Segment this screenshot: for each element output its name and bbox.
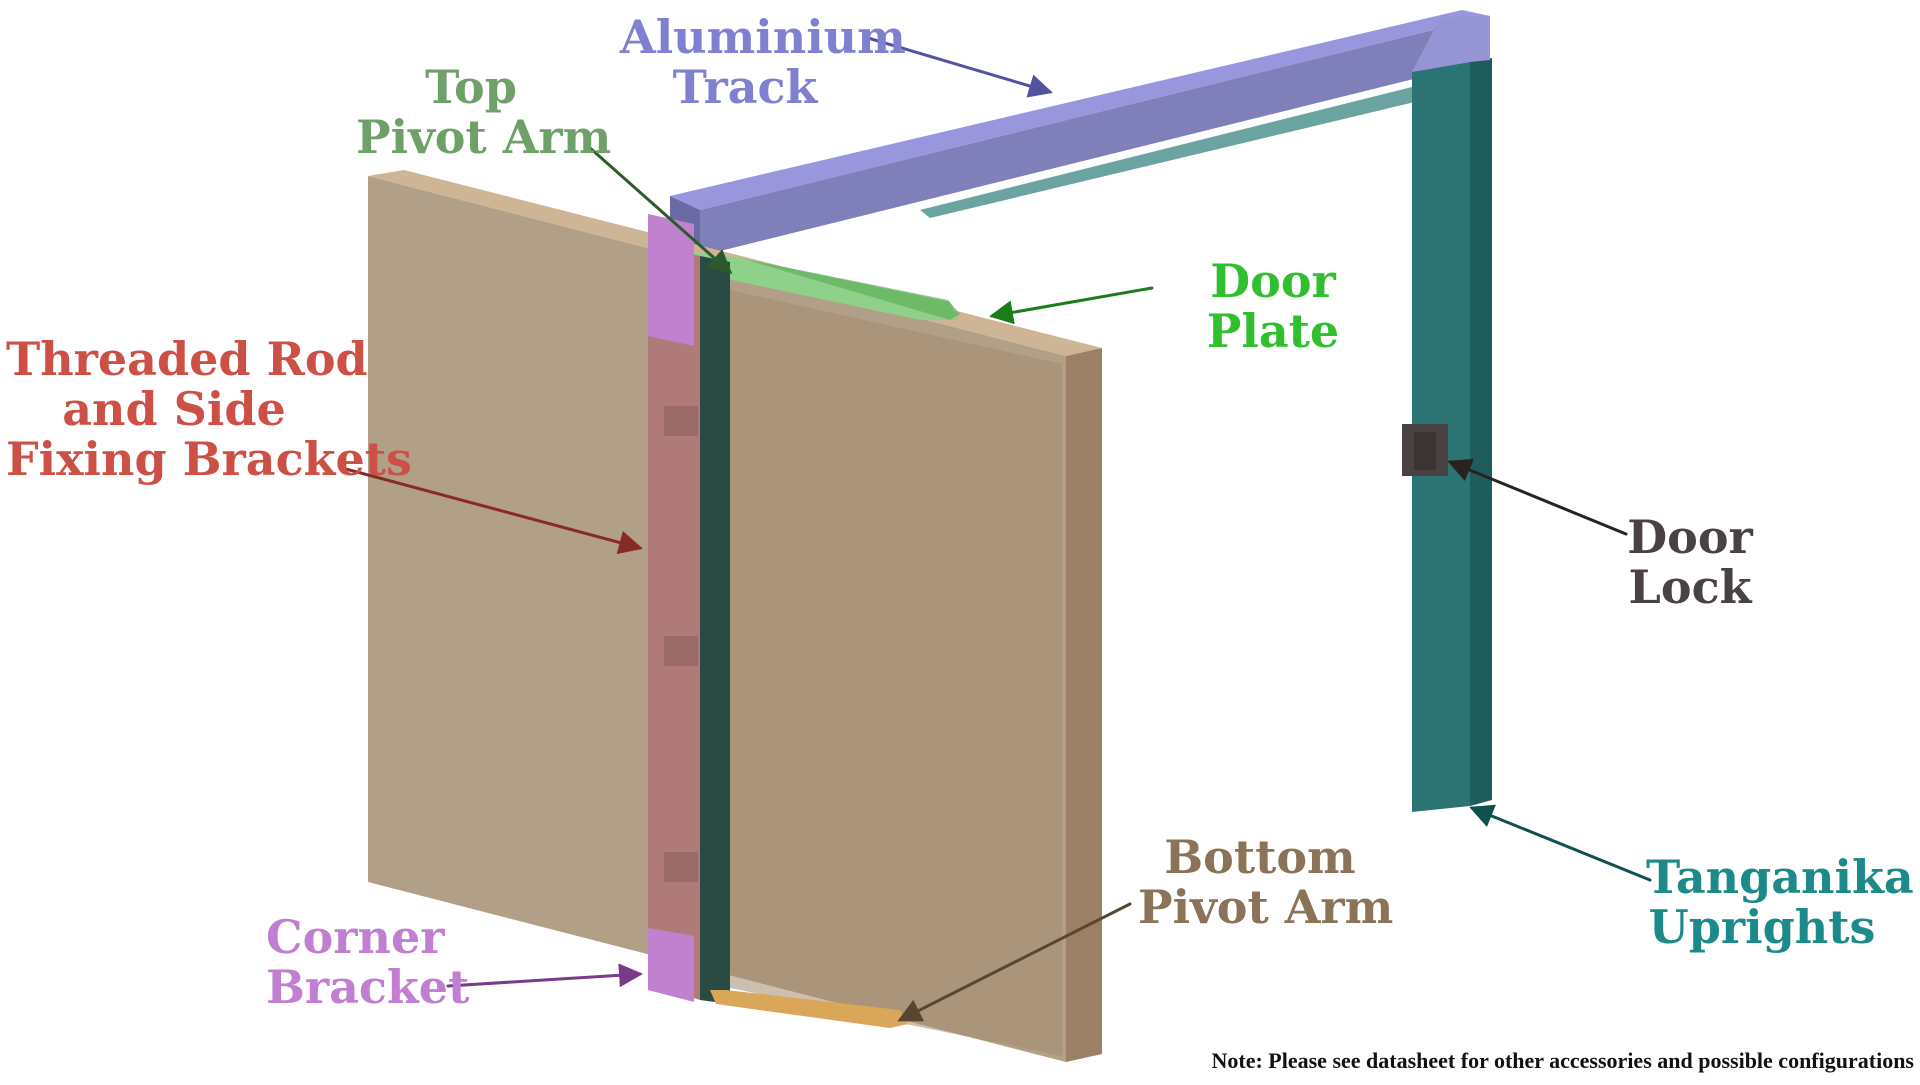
label-line: Pivot Arm xyxy=(1138,880,1394,934)
side-fixing-frame xyxy=(700,256,730,1004)
corner-bracket-bottom xyxy=(648,928,694,1002)
label-line: Tanganika xyxy=(1646,850,1914,904)
label-line: Bottom xyxy=(1164,830,1356,884)
label-line: Plate xyxy=(1206,304,1340,358)
upright-cap xyxy=(1412,16,1490,72)
track-rail xyxy=(920,80,1440,218)
arrow-door-plate xyxy=(989,286,1154,325)
side-bracket-2 xyxy=(664,636,698,666)
label-line: Pivot Arm xyxy=(356,110,612,164)
label-line: Threaded Rod xyxy=(6,332,368,386)
configuration-note: Note: Please see datasheet for other acc… xyxy=(1211,1048,1915,1073)
label-tanganika-uprights: Tanganika Uprights xyxy=(1646,850,1914,954)
label-line: Fixing Brackets xyxy=(6,432,412,486)
label-line: Top xyxy=(425,60,517,114)
arrow-uprights xyxy=(1469,804,1652,882)
upright-side xyxy=(1470,58,1492,806)
arrow-bottom-pivot xyxy=(897,902,1132,1022)
label-door-lock: Door Lock xyxy=(1620,512,1760,612)
arrow-door-lock xyxy=(1447,458,1628,536)
bottom-pivot-arm-shape xyxy=(710,990,908,1028)
top-pivot-arm-shape xyxy=(690,252,958,320)
corner-bracket-top xyxy=(648,214,694,346)
label-bottom-pivot-arm: Bottom Pivot Arm xyxy=(1138,830,1394,934)
label-threaded-rod: Threaded Rod and Side Fixing Brackets xyxy=(6,332,412,486)
label-line: Corner xyxy=(266,910,445,964)
side-bracket-1 xyxy=(664,406,698,436)
door-inner-panel xyxy=(730,290,1062,1056)
label-aluminium-track: Aluminium Track xyxy=(620,10,906,114)
arrow-corner xyxy=(446,963,643,988)
label-line: Door xyxy=(1627,510,1753,564)
arrow-track xyxy=(866,36,1053,98)
door-side-face xyxy=(1066,348,1102,1062)
label-line: Bracket xyxy=(266,960,470,1014)
track-front-face xyxy=(700,16,1490,256)
label-line: Door xyxy=(1210,254,1336,308)
label-line: Aluminium xyxy=(620,10,906,64)
label-line: and Side xyxy=(62,382,286,436)
door-lock-slot xyxy=(1414,432,1436,470)
arrow-top-pivot xyxy=(588,146,733,274)
label-line: Uprights xyxy=(1648,900,1876,954)
label-line: Lock xyxy=(1628,560,1752,614)
side-bracket-3 xyxy=(664,852,698,882)
threaded-rod-channel xyxy=(648,244,700,1000)
label-line: Track xyxy=(672,60,818,114)
door-plate-shape xyxy=(740,258,960,320)
label-door-plate: Door Plate xyxy=(1198,256,1348,356)
track-top-face xyxy=(670,10,1490,210)
arrow-threaded-rod xyxy=(340,466,643,555)
label-top-pivot-arm: Top Pivot Arm xyxy=(356,60,612,164)
label-corner-bracket: Corner Bracket xyxy=(266,910,470,1014)
